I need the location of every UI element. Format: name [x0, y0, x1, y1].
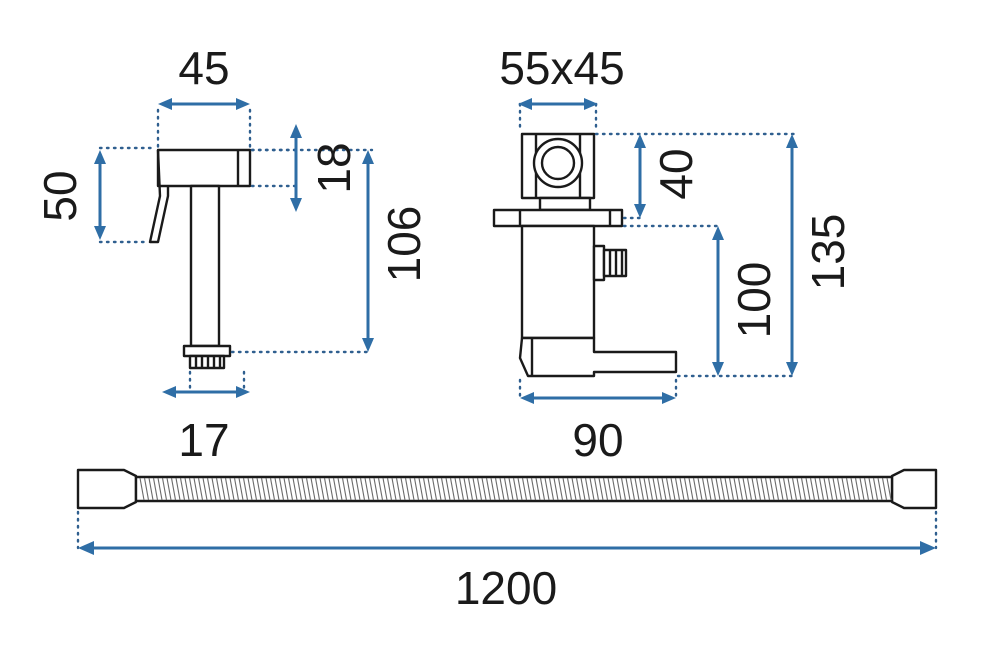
hose-left-ferrule	[76, 468, 138, 510]
dim-label-50: 50	[34, 170, 86, 221]
valve-dimension-arrows	[518, 98, 798, 404]
hose-drawing	[76, 468, 938, 510]
valve-neck	[538, 196, 592, 212]
valve-drawing	[492, 132, 678, 378]
hand-shower-lever	[148, 149, 170, 244]
dim-label-135: 135	[802, 214, 854, 291]
dim-label-90: 90	[572, 414, 623, 466]
valve-lever	[518, 336, 678, 378]
valve-flange	[492, 208, 624, 228]
dim-label-40: 40	[650, 148, 702, 199]
dim-label-106: 106	[378, 206, 430, 283]
hose-right-ferrule	[890, 468, 938, 510]
hand-shower-thread-nut	[182, 344, 232, 358]
hand-shower-drawing	[148, 148, 252, 370]
hose-windings	[139, 477, 892, 501]
hand-shower-extension-lines	[98, 108, 374, 394]
dim-label-45: 45	[178, 42, 229, 94]
dim-label-18: 18	[308, 142, 360, 193]
hand-shower-dimension-arrows	[94, 98, 374, 398]
dim-label-55x45: 55x45	[499, 42, 624, 94]
valve-outlet-nut	[592, 244, 606, 282]
hand-shower-head	[156, 148, 252, 188]
valve-body	[520, 224, 596, 340]
valve-extension-lines	[518, 102, 798, 400]
hand-shower-handle	[189, 184, 221, 348]
dim-label-1200: 1200	[455, 562, 557, 614]
valve-connector-inner	[540, 145, 576, 181]
dim-label-100: 100	[728, 262, 780, 339]
dim-label-17: 17	[178, 414, 229, 466]
hose-dimension	[76, 510, 938, 555]
